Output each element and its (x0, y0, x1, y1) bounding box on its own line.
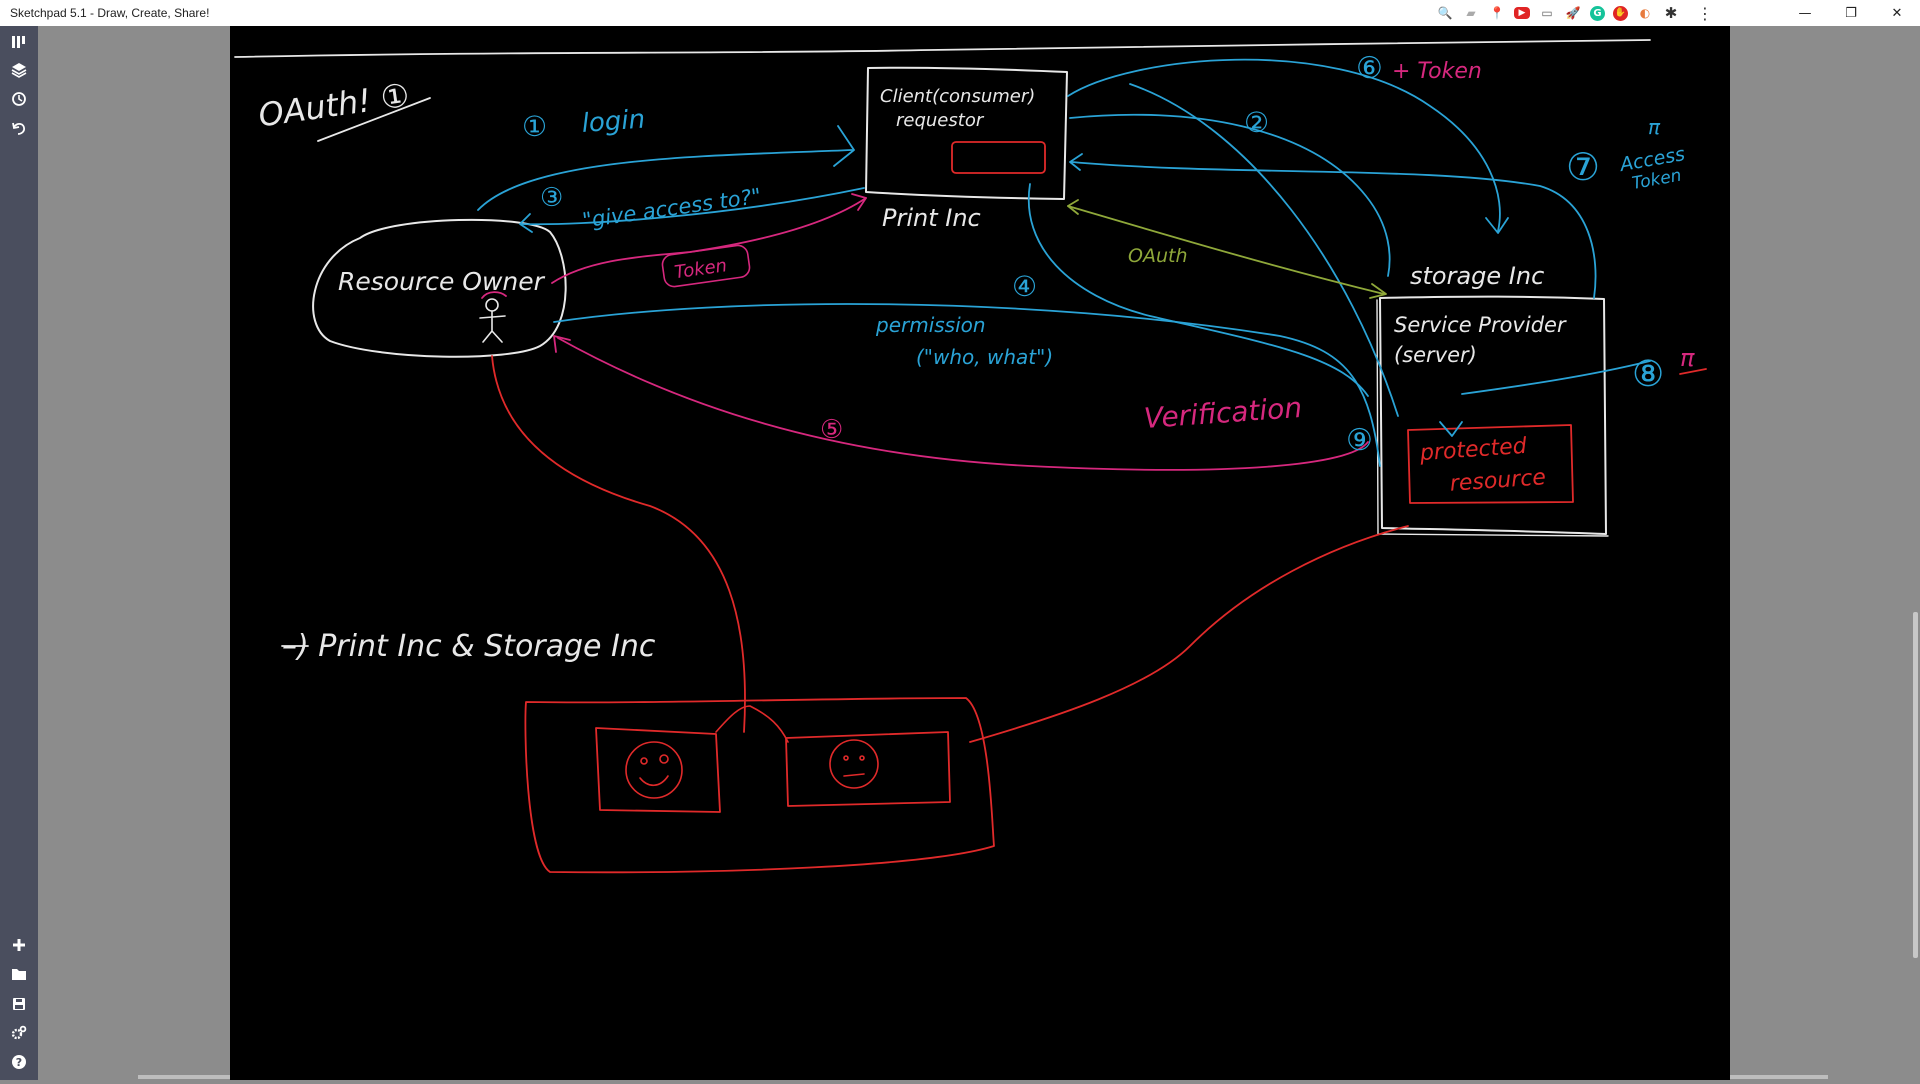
step-1-marker: ① (522, 110, 547, 143)
who-what-label: ("who, what") (916, 345, 1053, 369)
faces-container (524, 697, 995, 874)
protected-to-eight-arrow (1461, 360, 1651, 395)
step-8-marker: ⑧ (1632, 354, 1664, 395)
menu-icon[interactable]: ⋮ (1697, 3, 1713, 23)
brush-tool-icon[interactable] (9, 32, 29, 52)
face-box-left (595, 727, 721, 813)
location-pin-icon[interactable]: 📍 (1489, 6, 1505, 20)
layers-icon[interactable] (9, 60, 29, 80)
window-title: Sketchpad 5.1 - Draw, Create, Share! (10, 6, 210, 20)
permission-label: permission (875, 313, 986, 337)
server-label: (server) (1394, 343, 1477, 367)
token-label: Token (673, 255, 728, 283)
drawing-canvas[interactable]: OAuth! ① ① login Client(consumer) reques… (230, 26, 1730, 1080)
storage-inc-label: storage Inc (1410, 262, 1544, 290)
client-label-line1: Client(consumer) (880, 86, 1035, 107)
verification-label: Verification (1143, 391, 1303, 435)
window-title-bar: Sketchpad 5.1 - Draw, Create, Share! 🔍 ▰… (0, 0, 1920, 27)
grammarly-icon[interactable]: G (1590, 5, 1605, 21)
extension-gray-icon[interactable]: ▰ (1466, 6, 1476, 20)
svg-text:?: ? (16, 1056, 22, 1069)
step-6-token-label: + Token (1392, 59, 1482, 84)
oauth-label: OAuth (1128, 245, 1188, 267)
extension-toolbar: 🔍 ▰ 📍 ▶ ▭ 🚀 G ✋ ◐ ✱ ⋮ (1436, 3, 1714, 23)
top-separator-line (234, 39, 1651, 58)
arrow-note-label: –) Print Inc & Storage Inc (282, 629, 656, 664)
help-icon[interactable]: ? (9, 1052, 29, 1072)
client-to-protected-arrow (1129, 83, 1399, 417)
step-4-marker: ④ (1012, 270, 1037, 303)
protected-label-line2: resource (1449, 465, 1547, 497)
arrow-to-storage-top (1067, 58, 1501, 232)
heading-text: OAuth! ① (256, 76, 412, 135)
screen-icon[interactable]: ▭ (1541, 6, 1553, 20)
pi-right-label: π (1680, 344, 1695, 372)
stick-figure-icon (479, 298, 506, 343)
step-6-marker: ⑥ (1356, 51, 1383, 86)
protected-label-line1: protected (1418, 434, 1528, 467)
print-inc-label: Print Inc (882, 204, 981, 232)
service-provider-box (1379, 295, 1607, 535)
settings-icon[interactable] (9, 1023, 29, 1043)
extension-orange-icon[interactable]: ◐ (1639, 6, 1651, 20)
canvas-margin-right (1730, 26, 1920, 1080)
vertical-scrollbar[interactable] (1913, 612, 1918, 958)
give-access-arrow (521, 187, 865, 226)
client-label-line2: requestor (896, 110, 985, 131)
client-box (865, 66, 1068, 200)
folder-icon[interactable] (9, 964, 29, 984)
face-box-right (785, 731, 951, 807)
sketch-drawing[interactable]: OAuth! ① ① login Client(consumer) reques… (230, 26, 1730, 1080)
faces-connector (715, 705, 789, 743)
face-neutral-icon (829, 739, 879, 789)
protected-to-faces-line (969, 525, 1409, 743)
add-icon[interactable] (9, 935, 29, 955)
protected-resource-box (1407, 424, 1574, 504)
login-label: login (581, 105, 646, 139)
resource-owner-ellipse (312, 218, 567, 358)
step-5-marker: ⑤ (820, 415, 843, 445)
heading-underline (317, 97, 431, 142)
token-box (661, 244, 751, 288)
canvas-margin-left (38, 26, 230, 1080)
zoom-icon[interactable]: 🔍 (1437, 6, 1453, 20)
resource-owner-label: Resource Owner (338, 267, 546, 296)
arrow-two-to-storage (1069, 113, 1391, 277)
pi-top-label: π (1648, 115, 1661, 139)
figure-hat (481, 291, 507, 299)
history-icon[interactable] (9, 89, 29, 109)
close-button[interactable]: ✕ (1891, 5, 1903, 21)
undo-icon[interactable] (9, 118, 29, 138)
rocket-icon[interactable]: 🚀 (1565, 6, 1581, 20)
give-access-label: "give access to?" (581, 184, 763, 233)
pi-right-underline (1679, 368, 1707, 375)
step-7-marker: ⑦ (1566, 145, 1600, 189)
verification-arrow (557, 337, 1369, 471)
owner-to-faces-line (491, 355, 746, 733)
restore-button[interactable]: ❐ (1845, 5, 1857, 21)
step-3-marker: ③ (540, 183, 563, 213)
face-happy-icon (625, 741, 683, 799)
service-provider-label: Service Provider (1394, 313, 1567, 337)
adblock-icon[interactable]: ✋ (1613, 5, 1628, 21)
minimize-button[interactable]: — (1798, 5, 1812, 21)
client-down-arrow (1027, 183, 1369, 397)
arrow-from-storage-to-client (1071, 161, 1597, 299)
youtube-icon[interactable]: ▶ (1514, 7, 1530, 19)
oauth-arrow (1067, 205, 1385, 295)
save-icon[interactable] (9, 994, 29, 1014)
tool-sidebar: ? (0, 26, 38, 1080)
step-2-marker: ② (1244, 106, 1269, 139)
client-inner-box (951, 141, 1046, 174)
puzzle-icon[interactable]: ✱ (1664, 4, 1678, 22)
login-arrow (477, 149, 853, 211)
permission-arrow (553, 303, 1381, 467)
step-9-marker: ⑨ (1346, 423, 1373, 458)
